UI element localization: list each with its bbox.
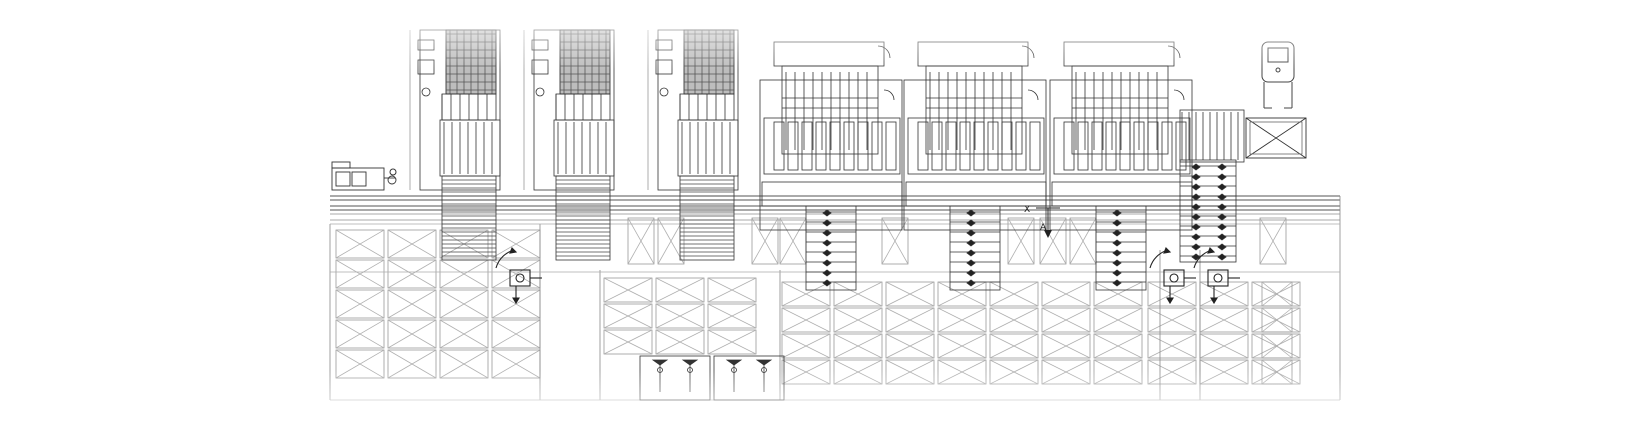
press-exit-conveyor bbox=[1095, 205, 1147, 291]
cart-equipment-left bbox=[331, 161, 397, 191]
forklift-icon bbox=[1261, 41, 1295, 109]
axis-a-label: A bbox=[1040, 223, 1047, 233]
transfer-robots bbox=[495, 247, 1240, 305]
press-units bbox=[759, 41, 1193, 291]
feeder-unit bbox=[647, 29, 739, 261]
axis-marker: X A bbox=[1024, 205, 1060, 238]
press-unit bbox=[903, 41, 1047, 291]
axis-x-label: X bbox=[1024, 205, 1030, 215]
transfer-conveyors bbox=[1179, 109, 1245, 263]
robot-arm-icon bbox=[1193, 247, 1240, 305]
robot-arm-icon bbox=[1149, 247, 1196, 305]
transfer-conveyor-right bbox=[1179, 109, 1245, 263]
press-unit bbox=[1049, 41, 1193, 291]
bottom-stations bbox=[639, 355, 785, 401]
loading-frame-right bbox=[1245, 117, 1307, 159]
feeder-conveyor bbox=[679, 175, 735, 261]
press-exit-conveyor bbox=[949, 205, 1001, 291]
feeder-units bbox=[409, 29, 739, 261]
robot-arm-icon bbox=[495, 247, 542, 305]
press-unit bbox=[759, 41, 903, 291]
feeder-conveyor bbox=[441, 175, 497, 261]
feeder-conveyor bbox=[555, 175, 611, 261]
press-exit-conveyor bbox=[805, 205, 857, 291]
feeder-unit bbox=[409, 29, 501, 261]
storage-rack-grid bbox=[329, 196, 1341, 401]
feeder-unit bbox=[523, 29, 615, 261]
gear-icon bbox=[389, 168, 397, 176]
